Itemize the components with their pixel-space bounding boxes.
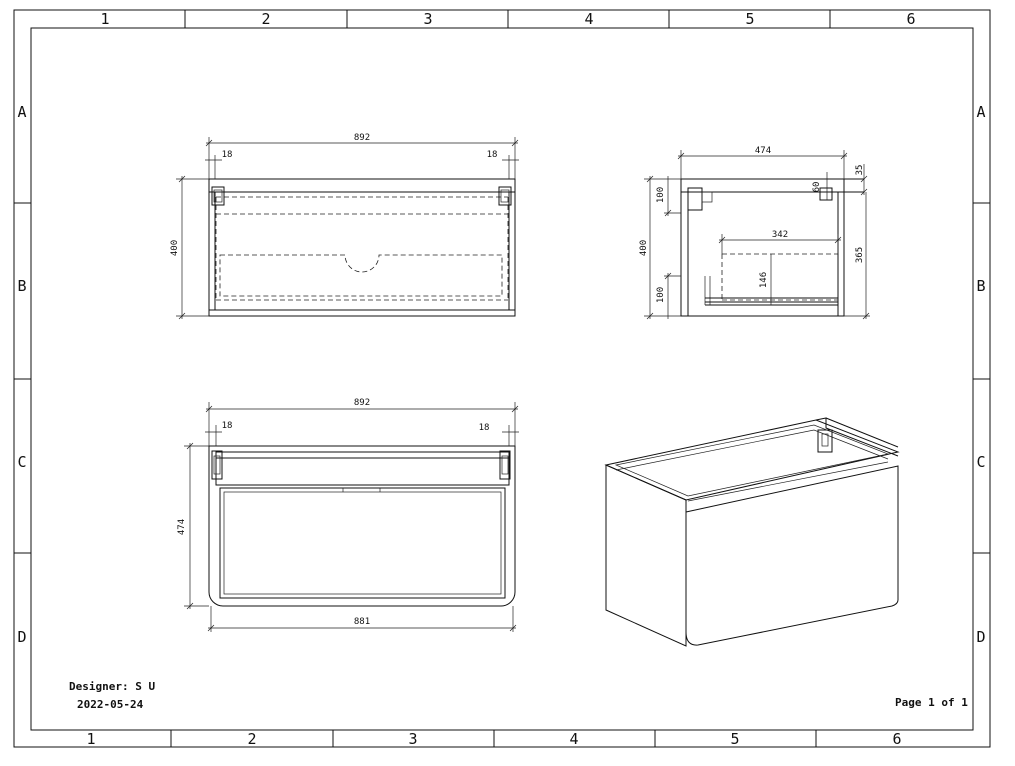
drawing-date: 2022-05-24: [77, 698, 144, 711]
side-dim-depth: 474: [755, 146, 771, 156]
plan-dim-panel-right: 18: [479, 423, 490, 433]
side-dim-hinge-offset: 60: [812, 182, 822, 193]
side-view: 474 35 60 365 400 100 100: [639, 146, 870, 320]
plan-hinge-right-icon: [499, 450, 511, 480]
plan-dim-panel-left: 18: [222, 421, 233, 431]
zone-row-right-d: D: [976, 628, 985, 646]
side-dim-rail-top: 100: [656, 187, 666, 203]
zone-col-bottom-4: 4: [569, 730, 578, 748]
side-dim-height: 400: [639, 240, 649, 256]
zone-col-top-1: 1: [100, 10, 109, 28]
zone-col-bottom-2: 2: [247, 730, 256, 748]
front-cabinet-outline: [208, 178, 516, 317]
plan-dim-depth: 474: [177, 519, 187, 535]
zone-row-right-b: B: [976, 277, 985, 295]
zone-col-top-5: 5: [745, 10, 754, 28]
zone-col-bottom-1: 1: [86, 730, 95, 748]
front-dim-width: 892: [354, 133, 370, 143]
plan-view: 892 18 18 474 881: [177, 398, 519, 632]
zone-col-top-6: 6: [906, 10, 915, 28]
side-dim-drawer-depth: 342: [772, 230, 788, 240]
zone-col-bottom-6: 6: [892, 730, 901, 748]
front-view: 892 18 18 400: [170, 133, 519, 320]
side-top-board: [680, 178, 845, 193]
zone-col-top-3: 3: [423, 10, 432, 28]
zone-col-bottom-5: 5: [730, 730, 739, 748]
iso-front-face: [685, 465, 899, 646]
zone-row-left-d: D: [17, 628, 26, 646]
side-dim-back-height: 365: [855, 247, 865, 263]
zone-col-top-4: 4: [584, 10, 593, 28]
plan-dim-width: 892: [354, 398, 370, 408]
zone-rows-left: A B C D: [17, 103, 26, 646]
sheet-border: [13, 9, 991, 748]
designer-label: Designer: S U: [69, 680, 155, 693]
plan-outline: [208, 445, 516, 607]
front-hinge-right-icon: [498, 186, 512, 206]
zone-columns-bottom: 1 2 3 4 5 6: [86, 730, 901, 748]
page-indicator: Page 1 of 1: [895, 696, 968, 709]
side-dim-drawer-height: 146: [759, 272, 769, 288]
front-dim-height: 400: [170, 240, 180, 256]
side-dim-top-offset: 35: [855, 165, 865, 176]
zone-row-right-a: A: [976, 103, 985, 121]
front-dim-panel-left: 18: [222, 150, 233, 160]
title-block: Designer: S U 2022-05-24 Page 1 of 1: [69, 680, 968, 711]
zone-row-left-c: C: [17, 453, 26, 471]
iso-hinge-icon: [817, 429, 833, 453]
front-hinge-left-icon: [211, 186, 225, 206]
zone-col-bottom-3: 3: [408, 730, 417, 748]
front-dim-panel-right: 18: [487, 150, 498, 160]
inner-border: [30, 27, 974, 731]
side-back-panel: [837, 191, 845, 317]
front-drawer-cutout: [219, 254, 503, 297]
outer-border: [13, 9, 991, 748]
side-dim-rail-bottom: 100: [656, 287, 666, 303]
plan-hinge-left-icon: [211, 450, 223, 480]
plan-dim-front-width: 881: [354, 617, 370, 627]
zone-row-left-a: A: [17, 103, 26, 121]
iso-side-face: [605, 464, 687, 647]
zone-row-left-b: B: [17, 277, 26, 295]
side-hinge-icon: [687, 187, 703, 211]
zone-columns-top: 1 2 3 4 5 6: [100, 10, 915, 28]
zone-col-top-2: 2: [261, 10, 270, 28]
isometric-view: [604, 417, 900, 647]
zone-row-right-c: C: [976, 453, 985, 471]
zone-rows-right: A B C D: [976, 103, 985, 646]
